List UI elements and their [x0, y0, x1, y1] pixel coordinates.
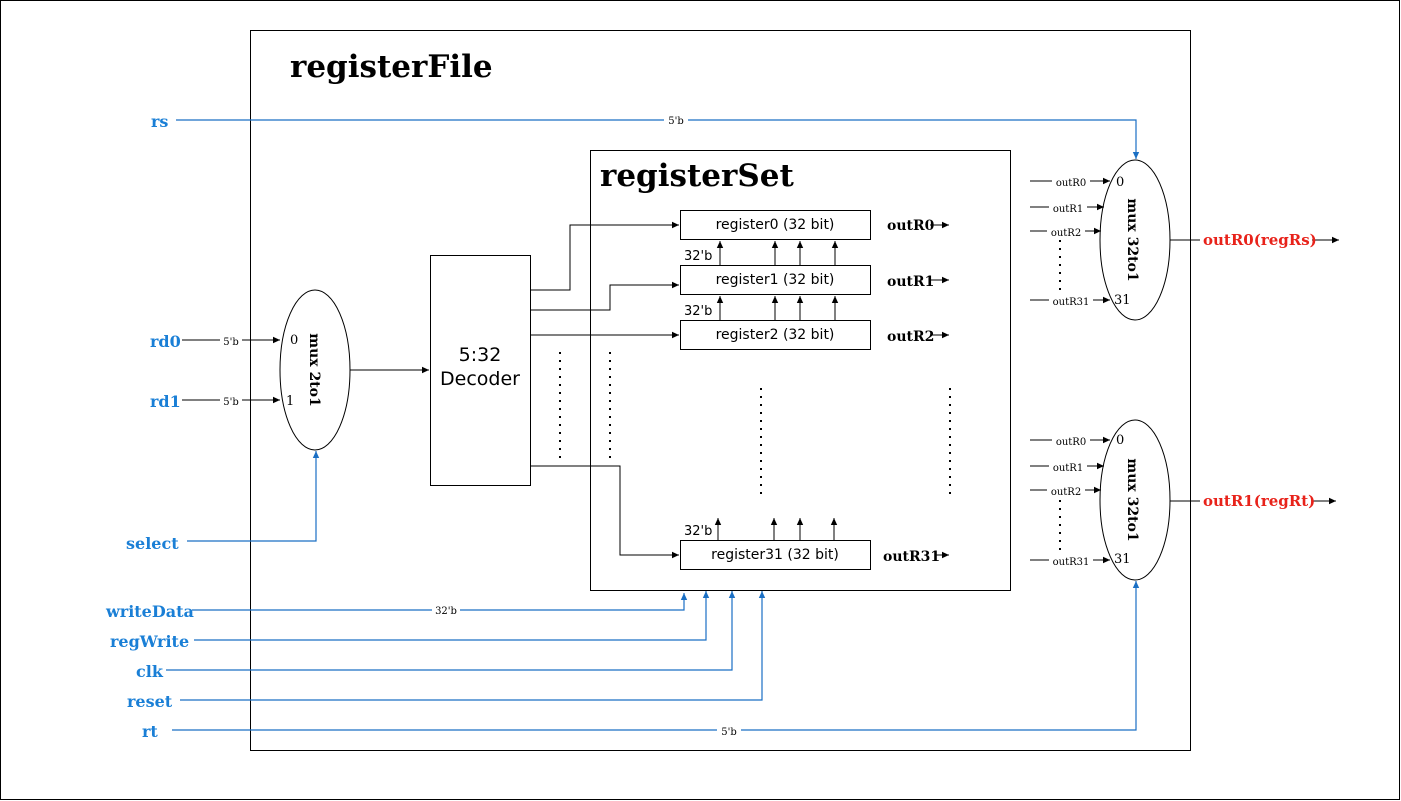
rs-width-label: 5'b [668, 116, 684, 127]
reg0-width-label: 32'b [684, 249, 712, 264]
register-file-title: registerFile [290, 49, 493, 85]
register-31-box [680, 540, 871, 570]
mux-rs-label: mux 32to1 [1124, 198, 1140, 281]
writedata-wire [192, 593, 688, 611]
input-rs-label: rs [151, 112, 168, 131]
writedata-width-bg [432, 604, 460, 616]
mux-rt-port-last: 31 [1114, 552, 1131, 567]
register-31-label: register31 (32 bit) [711, 547, 839, 563]
mux-2to1-label: mux 2to1 [306, 333, 322, 407]
mux-rt-in0-bg [1052, 435, 1090, 446]
register-1-label: register1 (32 bit) [716, 272, 835, 288]
register-0: register0 (32 bit) outR0 [680, 210, 949, 240]
input-regwrite-label: regWrite [110, 632, 189, 651]
register-2: register2 (32 bit) outR2 [680, 320, 949, 350]
register-0-label: register0 (32 bit) [716, 217, 835, 233]
rt-width-bg [717, 725, 741, 737]
decoder-out1-wire [531, 281, 679, 311]
register-set-box [590, 150, 1011, 591]
mux-2to1-port1: 1 [286, 394, 294, 409]
rs-wire [176, 119, 1140, 159]
input-rt-label: rt [142, 722, 158, 741]
register-1-out-label: outR1 [887, 274, 934, 290]
mux-32to1-rt: 0 31 mux 32to1 [1099, 419, 1171, 581]
rs-width-bg [664, 114, 688, 126]
reg1-width-label: 32'b [684, 304, 712, 319]
mux-rs-in1-bg [1049, 202, 1087, 213]
register-2-label: register2 (32 bit) [716, 327, 835, 343]
mux-rs-port-first: 0 [1116, 175, 1124, 190]
decoder-out31-wire [531, 465, 679, 559]
writedata-width-label: 32'b [435, 606, 457, 617]
mux-rt-in2-bg [1047, 485, 1085, 496]
regwrite-wire [194, 591, 710, 641]
decoder-label-line2: Decoder [440, 368, 520, 390]
mux-rs-in2-label: outR2 [1051, 228, 1081, 239]
rt-wire [172, 581, 1140, 731]
input-rd0-label: rd0 [150, 332, 181, 351]
register-0-box [680, 210, 871, 240]
register-set-title: registerSet [600, 158, 794, 194]
output-regrt-label: outR1(regRt) [1203, 492, 1315, 510]
input-writedata-label: writeData [105, 602, 194, 621]
input-reset-label: reset [127, 692, 173, 711]
rd0-width-bg [220, 335, 242, 346]
reset-wire [180, 591, 766, 701]
mux-rt-in0-label: outR0 [1056, 437, 1086, 448]
mux-rs-in2-bg [1047, 226, 1085, 237]
rd0-width-label: 5'b [223, 337, 239, 348]
decoder-label-line1: 5:32 [459, 344, 502, 366]
mux-rt-in2-label: outR2 [1051, 487, 1081, 498]
mux-rt-in1-bg [1049, 461, 1087, 472]
mux-rs-port-last: 31 [1114, 293, 1131, 308]
register-file-box [250, 30, 1191, 751]
mux-2to1-port0: 0 [290, 333, 298, 348]
register-31: register31 (32 bit) outR31 [680, 540, 949, 570]
mux-rs-in31-label: outR31 [1053, 297, 1090, 308]
mux-rs-in0-bg [1052, 176, 1090, 187]
mux-rt-in31-bg [1049, 555, 1093, 566]
register-1: register1 (32 bit) outR1 [680, 265, 949, 295]
mux-rt-label: mux 32to1 [1124, 458, 1140, 541]
decoder-block [430, 255, 531, 486]
reg31-width-label: 32'b [684, 524, 712, 539]
rd1-width-bg [220, 395, 242, 406]
mux-rt-port-first: 0 [1116, 433, 1124, 448]
mux-rt-output-bg [1200, 492, 1312, 510]
output-regrs-label: outR0(regRs) [1203, 231, 1317, 249]
decoder-out0-wire [531, 221, 679, 291]
mux-rt-in31-label: outR31 [1053, 557, 1090, 568]
mux-rt-body [1099, 419, 1171, 581]
mux-rs-in31-bg [1049, 295, 1093, 306]
register-1-box [680, 265, 871, 295]
input-rd1-label: rd1 [150, 392, 181, 411]
mux-rs-output-bg [1200, 231, 1312, 249]
input-clk-label: clk [136, 662, 164, 681]
rt-width-label: 5'b [721, 727, 737, 738]
register-2-out-label: outR2 [887, 329, 934, 345]
register-0-out-label: outR0 [887, 218, 935, 234]
register-2-box [680, 320, 871, 350]
input-select-label: select [126, 534, 179, 553]
mux-rs-in0-label: outR0 [1056, 178, 1086, 189]
select-wire [187, 451, 320, 542]
register-31-out-label: outR31 [883, 549, 940, 565]
mux-rt-in1-label: outR1 [1053, 463, 1083, 474]
mux-32to1-rs: 0 31 mux 32to1 [1099, 159, 1171, 321]
mux-rs-in1-label: outR1 [1053, 204, 1083, 215]
rd1-width-label: 5'b [223, 397, 239, 408]
clk-wire [166, 591, 736, 671]
